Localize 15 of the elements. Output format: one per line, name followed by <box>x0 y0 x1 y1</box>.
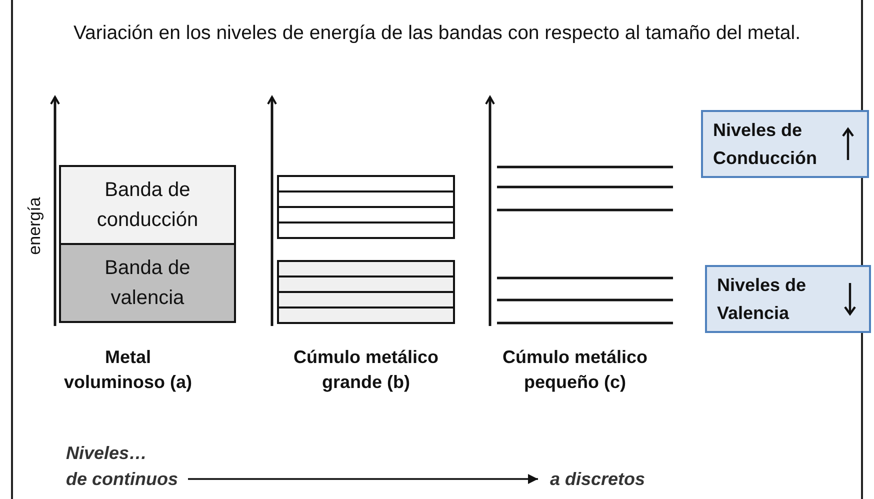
box-text: Niveles de Conducción <box>713 119 818 170</box>
arrow <box>188 474 538 484</box>
title: Variación en los niveles de energía de las bandas con respecto al tamaño del metal. <box>72 22 802 45</box>
caption: Metal voluminoso (a) <box>63 346 193 394</box>
caption: Cúmulo metálico pequeño (c) <box>501 346 649 394</box>
box-text: Niveles de Valencia <box>717 274 808 325</box>
axis-label: energía <box>25 196 45 257</box>
valence-band-box: Banda de valencia <box>59 243 236 323</box>
info-box <box>701 110 869 178</box>
conduction-band-box: Banda de conducción <box>59 165 236 245</box>
text-label: a discretos <box>550 466 670 492</box>
caption: Cúmulo metálico grande (b) <box>292 346 440 394</box>
info-box <box>705 265 871 333</box>
text-label: Niveles… <box>66 442 148 465</box>
text-label: de continuos <box>66 468 179 491</box>
